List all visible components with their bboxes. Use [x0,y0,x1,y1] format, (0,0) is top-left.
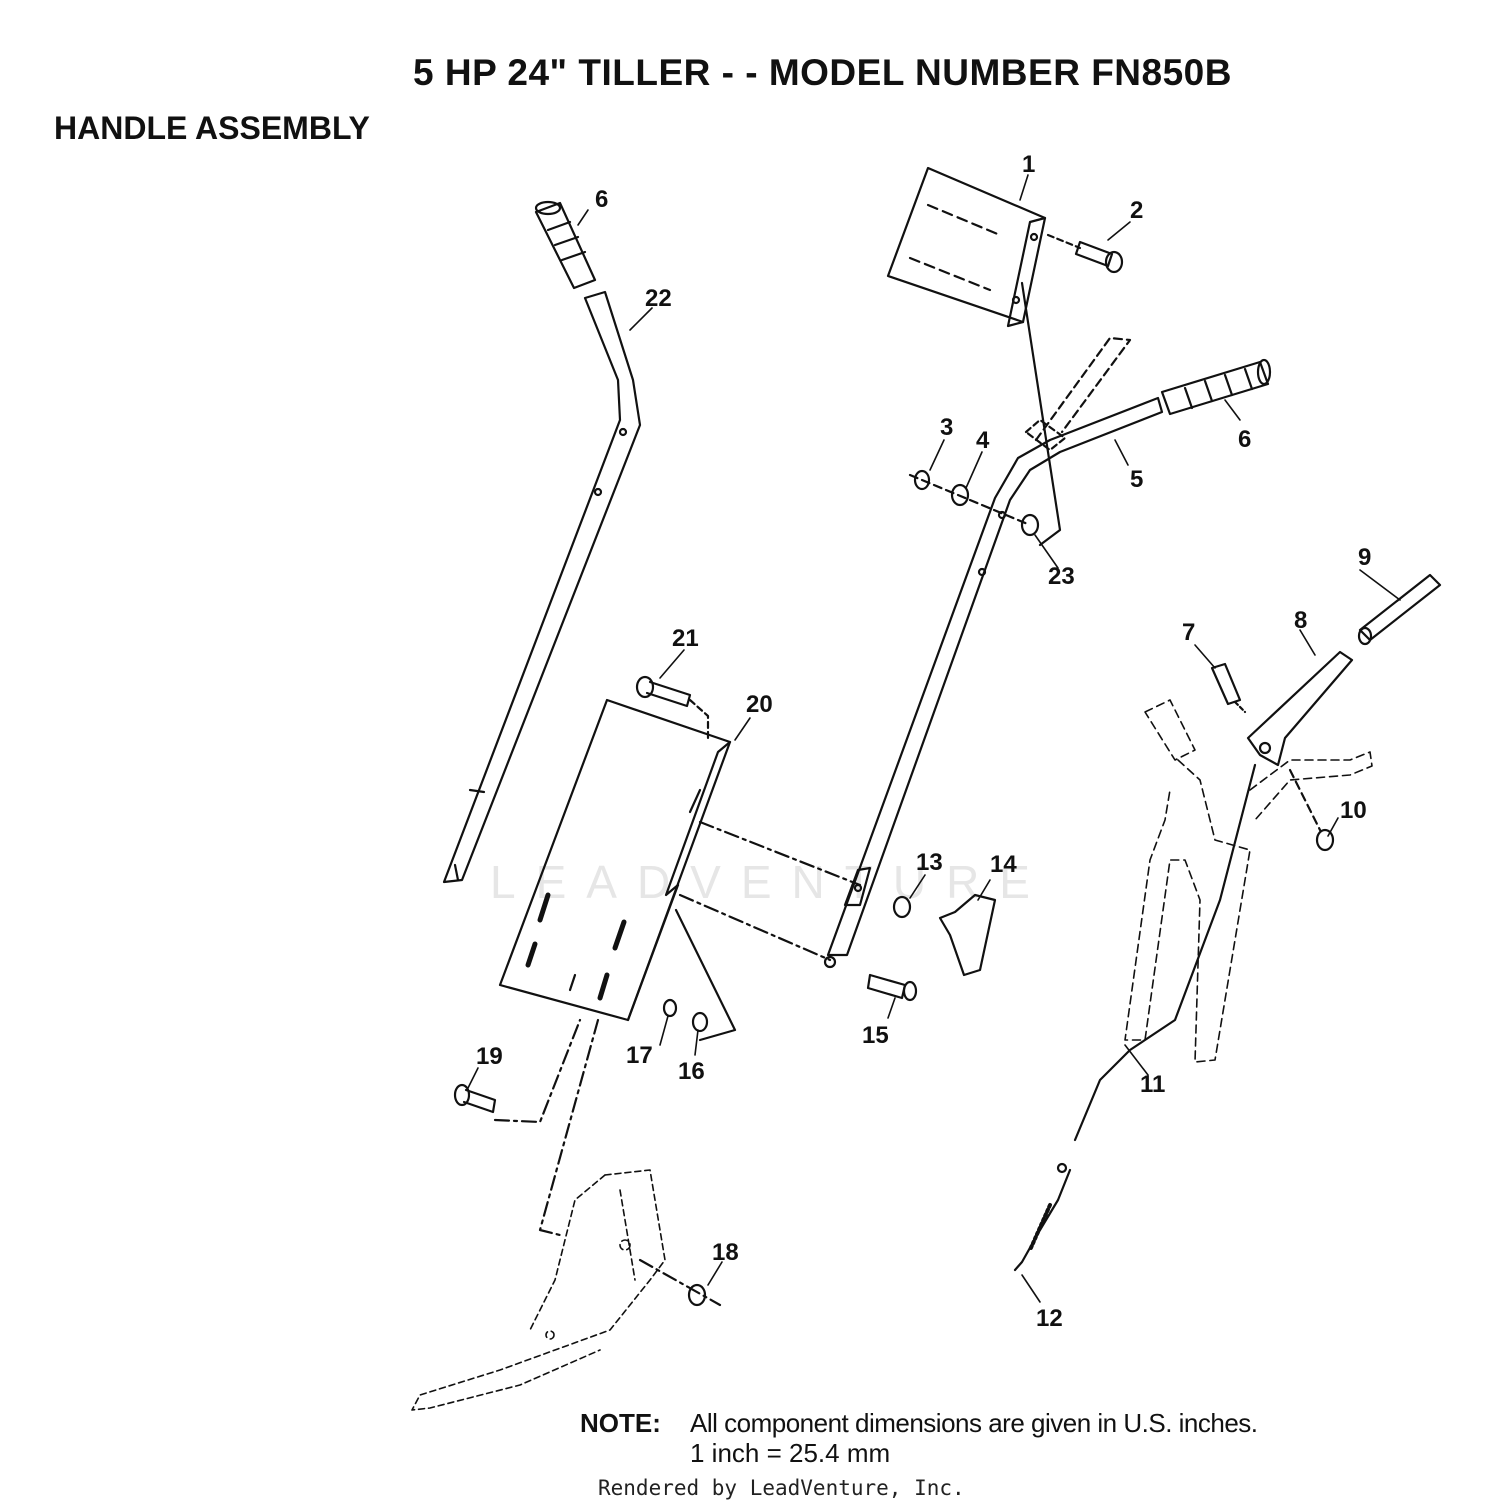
callout-14: 14 [990,851,1017,878]
note-label: NOTE: [580,1408,661,1438]
callout-labels: 1 2 3 4 5 6 6 7 8 9 10 11 12 13 14 15 16… [476,151,1371,1332]
callout-6-left: 6 [595,186,608,213]
callout-11: 11 [1140,1071,1165,1098]
callout-10: 10 [1340,797,1367,824]
parts-3-4-23-hardware [908,281,1062,547]
part-5-right-handle [823,336,1164,969]
handle-phantom-right [1124,699,1373,1063]
callout-4: 4 [976,427,990,454]
part-1-panel-bracket [886,166,1047,328]
callout-18: 18 [712,1239,739,1266]
parts-7-8-9-10-lever [1210,573,1442,852]
callout-13: 13 [916,849,943,876]
callout-17: 17 [626,1042,653,1069]
parts-16-17-hardware [662,998,709,1033]
note-line-1: All component dimensions are given in U.… [690,1408,1258,1438]
callout-8: 8 [1294,607,1307,634]
callout-23: 23 [1048,563,1075,590]
part-22-left-handle [442,290,642,884]
callout-16: 16 [678,1058,705,1085]
watermark: LEADVENTURE [490,856,1050,908]
callout-1: 1 [1022,151,1035,178]
page-title: 5 HP 24" TILLER - - MODEL NUMBER FN850B [413,52,1232,93]
part-6-right-grip [1160,358,1272,416]
guide-lines [493,820,862,1307]
callout-21: 21 [672,625,699,652]
callout-6-right: 6 [1238,426,1251,453]
part-19-bolt [453,1083,497,1114]
callout-19: 19 [476,1043,503,1070]
callout-7: 7 [1182,619,1195,646]
part-20-mounting-bracket [498,698,732,1022]
section-subtitle: HANDLE ASSEMBLY [54,110,370,146]
callout-20: 20 [746,691,773,718]
part-2-bolt [1046,233,1124,274]
callout-5: 5 [1130,466,1143,493]
callout-2: 2 [1130,197,1143,224]
leader-lines [467,174,1401,1303]
render-credit: Rendered by LeadVenture, Inc. [598,1476,965,1500]
callout-12: 12 [1036,1305,1063,1332]
part-21-bolt [635,675,710,742]
note-line-2: 1 inch = 25.4 mm [690,1438,891,1468]
part-6-left-grip [534,200,597,290]
parts-11-12-cable-spring [1013,763,1257,1272]
callout-9: 9 [1358,544,1371,571]
parts-13-14-15-hardware [866,893,997,1002]
tiller-frame-phantom [411,1169,666,1411]
callout-22: 22 [645,285,672,312]
part-18-nut [687,1283,707,1307]
callout-15: 15 [862,1022,889,1049]
callout-3: 3 [940,414,953,441]
